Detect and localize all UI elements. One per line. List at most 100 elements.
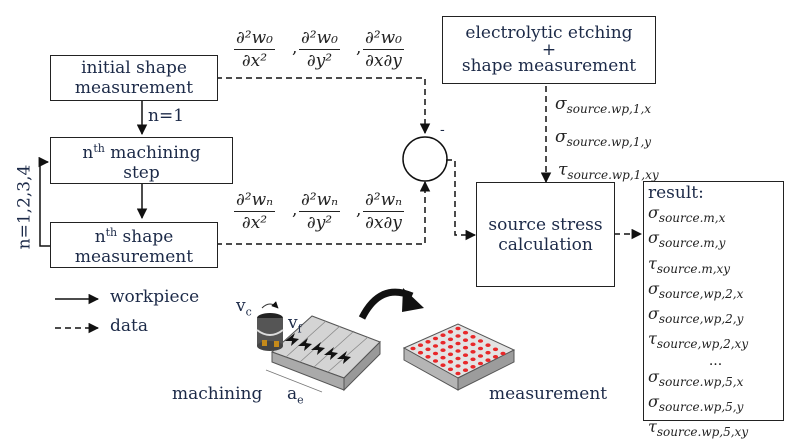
measurement-point bbox=[447, 360, 454, 364]
result-ellipsis: ... bbox=[708, 352, 723, 369]
loop-label: n=1,2,3,4 bbox=[14, 164, 35, 250]
measurement-point bbox=[477, 346, 484, 351]
measurement-point bbox=[425, 355, 431, 359]
measurement-point bbox=[447, 330, 454, 334]
measurement-point bbox=[447, 367, 454, 372]
measurement-point bbox=[410, 346, 416, 351]
measurement-point bbox=[470, 335, 476, 339]
machining-workpiece bbox=[265, 315, 381, 393]
minus-sign: - bbox=[440, 122, 445, 138]
d2w0-dx2: ∂²w₀ ∂x² bbox=[234, 28, 275, 71]
measurement-point bbox=[440, 333, 446, 338]
measurement-point bbox=[462, 330, 469, 335]
measurement-point bbox=[440, 348, 446, 353]
result-item: τsource.m,xy bbox=[648, 253, 731, 276]
measurement-point bbox=[432, 336, 439, 341]
result-item: σsource.m,y bbox=[648, 228, 726, 251]
d2w0-dy2: ∂²w₀ ∂y² bbox=[299, 28, 340, 71]
width-of-cut-label: ae bbox=[287, 384, 304, 407]
nth-shape-measurement-box: nth shape measurement bbox=[50, 222, 218, 268]
nth-shape-line1: nth shape bbox=[94, 226, 174, 247]
etching-output-sigma-x: σsource.wp,1,x bbox=[555, 94, 652, 116]
measurement-point bbox=[432, 359, 439, 363]
calc-line1: source stress bbox=[488, 214, 603, 235]
measurement-point bbox=[462, 338, 469, 343]
result-item: σsource,wp,2,x bbox=[648, 278, 744, 301]
measurement-point bbox=[485, 358, 491, 363]
measurement-point bbox=[470, 342, 476, 347]
calc-line2: calculation bbox=[498, 234, 593, 255]
n-equals-1-label: n=1 bbox=[148, 106, 185, 126]
milling-cutter-icon bbox=[256, 301, 284, 351]
measurement-point bbox=[447, 345, 454, 349]
measurement-point bbox=[417, 350, 424, 355]
measurement-point bbox=[432, 351, 439, 356]
measurement-point bbox=[470, 365, 476, 369]
measurement-point bbox=[440, 340, 446, 345]
dashed-wn-path bbox=[216, 180, 431, 245]
etching-outputs: σsource.wp,1,x σsource.wp,1,y τsource.wp… bbox=[555, 90, 659, 189]
measurement-point bbox=[470, 357, 476, 362]
initial-shape-measurement-box: initial shape measurement bbox=[50, 55, 218, 101]
measurement-dots bbox=[410, 326, 506, 376]
machining-label: machining bbox=[172, 384, 263, 404]
initial-shape-line1: initial shape bbox=[81, 58, 187, 78]
measurement-point bbox=[485, 350, 491, 355]
measurement-point bbox=[447, 337, 454, 342]
result-item: σsource.wp,5,x bbox=[648, 366, 744, 389]
measurement-point bbox=[455, 341, 461, 346]
measurement-point bbox=[477, 361, 484, 366]
d2wn-dxdy: ∂²wₙ ∂x∂y bbox=[363, 190, 405, 233]
measurement-point bbox=[485, 343, 491, 348]
measurement-point bbox=[477, 354, 484, 358]
measurement-point bbox=[417, 343, 424, 348]
etching-line1: electrolytic etching bbox=[465, 23, 633, 43]
legend-data-label: data bbox=[110, 316, 148, 336]
separator: , bbox=[292, 38, 298, 58]
loop-arrow bbox=[38, 156, 50, 247]
measurement-point bbox=[462, 368, 469, 373]
transfer-arrow-head bbox=[402, 288, 424, 312]
measurement-point bbox=[455, 334, 461, 338]
measurement-point bbox=[447, 352, 454, 357]
measurement-point bbox=[470, 350, 476, 354]
measurement-point bbox=[425, 347, 431, 352]
measurement-point bbox=[477, 339, 484, 343]
measurement-point bbox=[455, 356, 461, 361]
etching-output-tau-xy: τsource.wp,1,xy bbox=[558, 160, 659, 182]
measurement-point bbox=[462, 345, 469, 350]
measurement-point bbox=[440, 355, 446, 360]
result-item: τsource,wp,2,xy bbox=[648, 329, 749, 352]
measurement-point bbox=[455, 371, 461, 376]
result-item: σsource.wp,5,y bbox=[648, 392, 744, 415]
measurement-point bbox=[455, 349, 461, 353]
measurement-point bbox=[492, 347, 499, 352]
etching-output-sigma-y: σsource.wp,1,y bbox=[555, 127, 652, 149]
result-item: σsource,wp,2,y bbox=[648, 304, 744, 327]
separator: , bbox=[292, 200, 298, 220]
legend-workpiece-label: workpiece bbox=[110, 287, 200, 307]
machining-step-box: nth machining step bbox=[50, 137, 233, 184]
result-item: σsource.m,x bbox=[648, 203, 726, 225]
result-item: τsource.wp,5,xy bbox=[648, 417, 749, 440]
d2w0-dxdy: ∂²w₀ ∂x∂y bbox=[363, 28, 404, 71]
measurement-point bbox=[462, 353, 469, 358]
cutting-speed-label: vc bbox=[236, 296, 252, 319]
measurement-point bbox=[440, 363, 446, 368]
d2wn-dx2: ∂²wₙ ∂x² bbox=[234, 190, 276, 233]
dashed-w0-path bbox=[216, 77, 431, 135]
summing-junction bbox=[402, 136, 448, 182]
measurement-point bbox=[462, 360, 469, 365]
measurement-label: measurement bbox=[489, 384, 608, 404]
measurement-point bbox=[455, 326, 461, 331]
result-title: result: bbox=[648, 183, 704, 203]
feed-speed-label: vf bbox=[288, 313, 302, 336]
initial-shape-line2: measurement bbox=[74, 78, 194, 98]
measurement-point bbox=[432, 344, 439, 348]
machining-step-line1: nth machining bbox=[82, 141, 201, 163]
etching-line2: + bbox=[541, 40, 557, 60]
